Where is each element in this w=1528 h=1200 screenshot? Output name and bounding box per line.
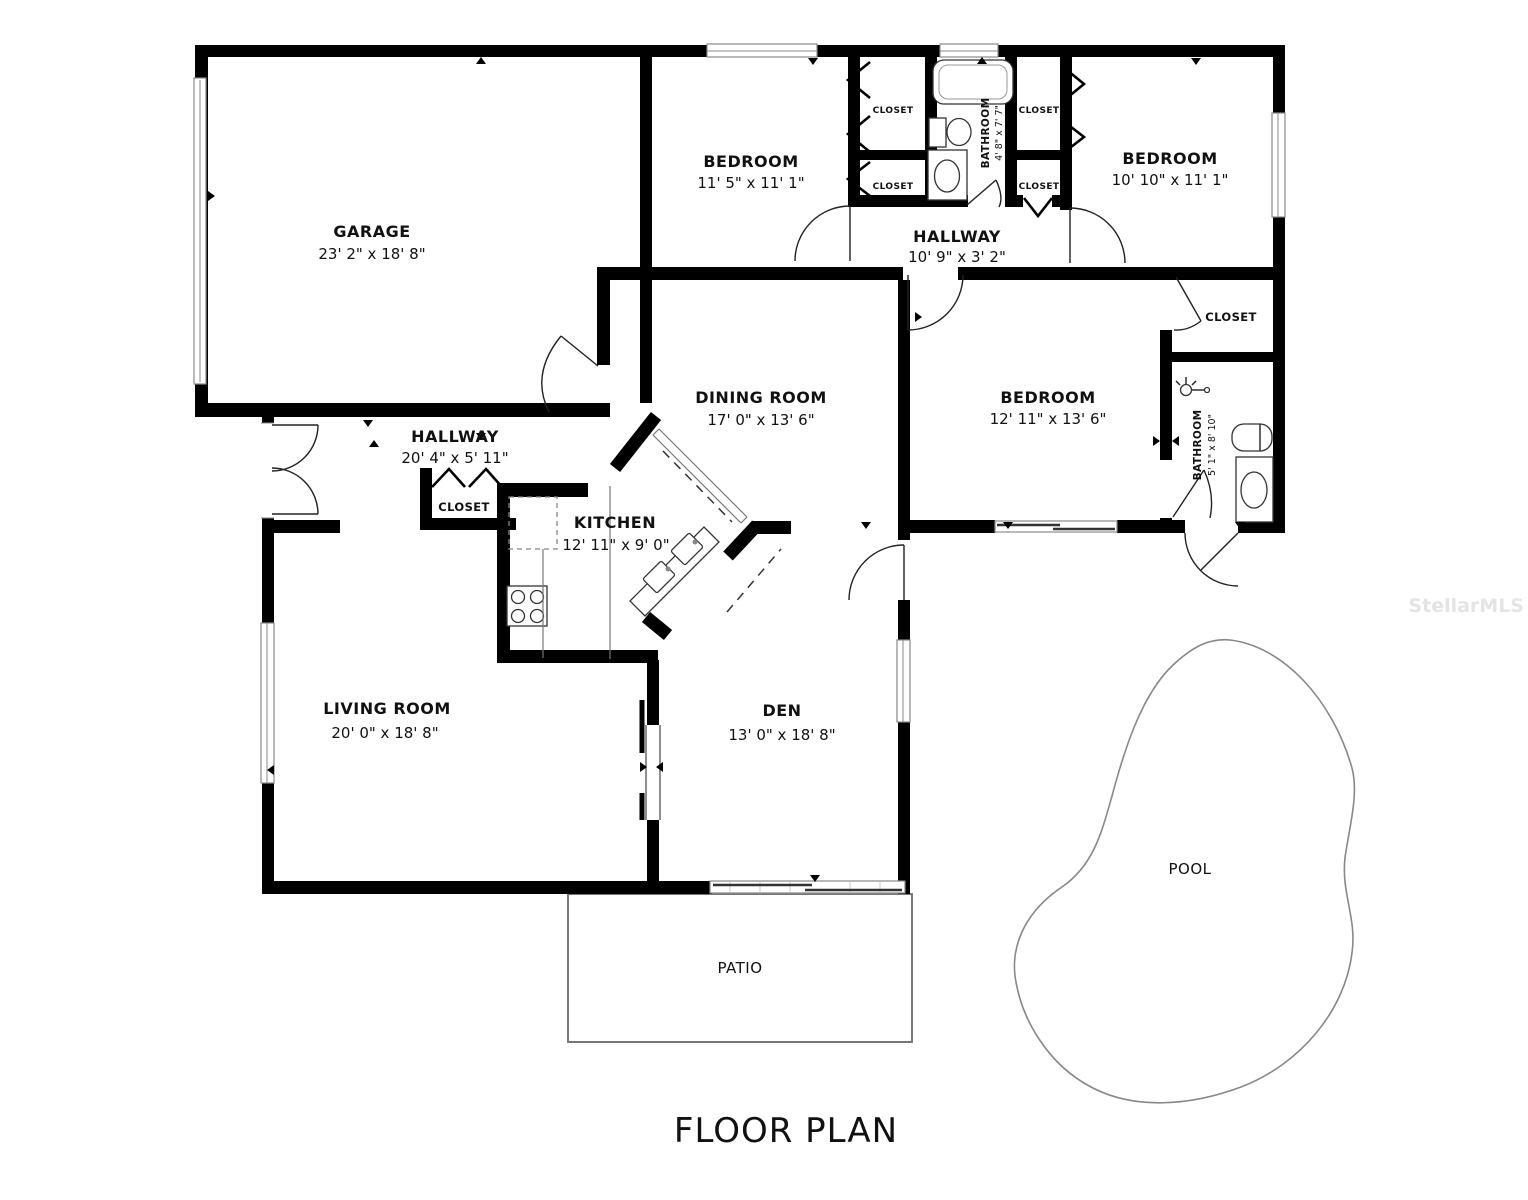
bathroom-right-label-group: BATHROOM 5' 1" x 8' 10" xyxy=(1192,410,1218,481)
garage-dims: 23' 2" x 18' 8" xyxy=(318,245,425,263)
toilet-icon xyxy=(1231,423,1273,452)
closet-label: CLOSET xyxy=(1205,310,1257,324)
living-room-label: LIVING ROOM xyxy=(323,699,451,718)
bathroom-top-label-group: BATHROOM 4' 8" x 7' 7" xyxy=(980,98,1005,169)
bedroom-top-right-label: BEDROOM xyxy=(1122,149,1217,168)
dining-room-label: DINING ROOM xyxy=(695,388,827,407)
watermark: StellarMLS xyxy=(1408,595,1524,617)
kitchen-label: KITCHEN xyxy=(574,513,656,532)
bathtub-icon xyxy=(932,59,1014,105)
den-label: DEN xyxy=(762,701,801,720)
bedroom-top-mid-dims: 11' 5" x 11' 1" xyxy=(697,174,804,192)
hallway-main-label: HALLWAY xyxy=(411,427,499,446)
garage-label: GARAGE xyxy=(333,222,410,241)
patio-outline xyxy=(567,893,913,1043)
bathroom-right-dims: 5' 1" x 8' 10" xyxy=(1207,414,1218,476)
vent-markers xyxy=(208,57,1245,890)
hallway-main-dims: 20' 4" x 5' 11" xyxy=(401,449,508,467)
refrigerator-icon xyxy=(508,496,558,550)
bedroom-top-right-dims: 10' 10" x 11' 1" xyxy=(1112,171,1229,189)
doors xyxy=(271,179,1239,601)
closet-label: CLOSET xyxy=(1019,106,1060,116)
bedroom-right-label: BEDROOM xyxy=(1000,388,1095,407)
bathroom-top-label: BATHROOM xyxy=(980,98,992,169)
sink-icon xyxy=(1235,456,1274,523)
kitchen-dims: 12' 11" x 9' 0" xyxy=(562,536,669,554)
closet-label: CLOSET xyxy=(873,106,914,116)
fixtures xyxy=(506,59,1274,659)
patio-label: PATIO xyxy=(717,959,762,977)
stove-icon xyxy=(506,585,548,627)
closet-label: CLOSET xyxy=(438,500,490,514)
shower-icon xyxy=(1175,377,1211,397)
room-labels: GARAGE 23' 2" x 18' 8" BEDROOM 11' 5" x … xyxy=(318,98,1256,1151)
closet-label: CLOSET xyxy=(1019,182,1060,192)
closet-bifold-doors xyxy=(431,60,1087,488)
bathroom-right-label: BATHROOM xyxy=(1192,410,1204,481)
bedroom-top-mid-label: BEDROOM xyxy=(703,152,798,171)
bedroom-right-dims: 12' 11" x 13' 6" xyxy=(990,410,1107,428)
closet-label: CLOSET xyxy=(873,182,914,192)
pool-outline xyxy=(1013,638,1356,1104)
bathroom-top-dims: 4' 8" x 7' 7" xyxy=(994,105,1005,161)
dining-room-dims: 17' 0" x 13' 6" xyxy=(707,411,814,429)
hallway-top-dims: 10' 9" x 3' 2" xyxy=(908,248,1006,266)
living-room-dims: 20' 0" x 18' 8" xyxy=(331,724,438,742)
den-dims: 13' 0" x 18' 8" xyxy=(728,726,835,744)
pool-label: POOL xyxy=(1168,860,1211,878)
windows xyxy=(193,43,1286,894)
sink-icon xyxy=(927,149,968,201)
plan-title: FLOOR PLAN xyxy=(674,1111,898,1151)
toilet-icon xyxy=(928,117,972,148)
kitchen-sink-icon xyxy=(629,526,720,617)
hallway-top-label: HALLWAY xyxy=(913,227,1001,246)
